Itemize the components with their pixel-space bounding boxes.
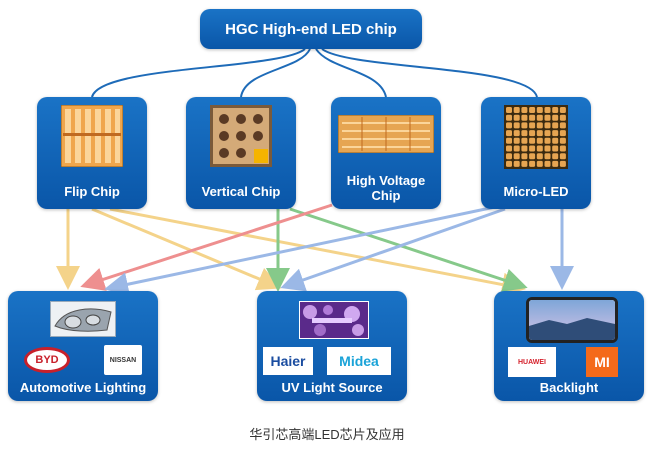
root-node: HGC High-end LED chip xyxy=(200,9,422,49)
chip-label: Vertical Chip xyxy=(201,184,281,199)
app-backlight: HUAWEI MI Backlight xyxy=(494,291,644,401)
headlight-image xyxy=(50,301,116,337)
chip-label: High Voltage Chip xyxy=(346,173,426,203)
chip-label: Flip Chip xyxy=(64,184,120,199)
flip-chip-image xyxy=(61,105,123,167)
haier-logo-text: Haier xyxy=(270,353,306,369)
vertical-chip-image xyxy=(210,105,272,167)
byd-logo-text: BYD xyxy=(35,354,59,366)
app-uv-light-source: Haier Midea UV Light Source xyxy=(257,291,407,401)
tree-connectors xyxy=(91,48,538,98)
app-automotive-lighting: BYD NISSAN Automotive Lighting xyxy=(8,291,158,401)
app-label: Automotive Lighting xyxy=(19,380,147,395)
app-label: Backlight xyxy=(539,380,599,395)
huawei-logo: HUAWEI xyxy=(508,347,556,377)
huawei-logo-text: HUAWEI xyxy=(518,358,546,366)
chip-flip-chip: Flip Chip xyxy=(37,97,147,209)
chip-micro-led: Micro-LED xyxy=(481,97,591,209)
micro-led-image xyxy=(504,105,568,169)
app-label: UV Light Source xyxy=(281,380,383,395)
chip-high-voltage-chip: High Voltage Chip xyxy=(331,97,441,209)
mi-logo: MI xyxy=(586,347,618,377)
chip-vertical-chip: Vertical Chip xyxy=(186,97,296,209)
nissan-logo: NISSAN xyxy=(104,345,142,375)
midea-logo: Midea xyxy=(327,347,391,375)
chip-label: Micro-LED xyxy=(503,184,569,199)
nissan-logo-text: NISSAN xyxy=(109,356,137,364)
high-voltage-chip-image xyxy=(338,115,434,153)
haier-logo: Haier xyxy=(263,347,313,375)
byd-logo: BYD xyxy=(24,347,70,373)
mi-logo-text: MI xyxy=(594,354,610,370)
midea-logo-text: Midea xyxy=(339,353,379,369)
phone-screen-image xyxy=(526,297,618,343)
figure-caption: 华引芯高端LED芯片及应用 xyxy=(249,427,405,442)
root-label: HGC High-end LED chip xyxy=(225,20,397,38)
uv-image xyxy=(299,301,369,339)
